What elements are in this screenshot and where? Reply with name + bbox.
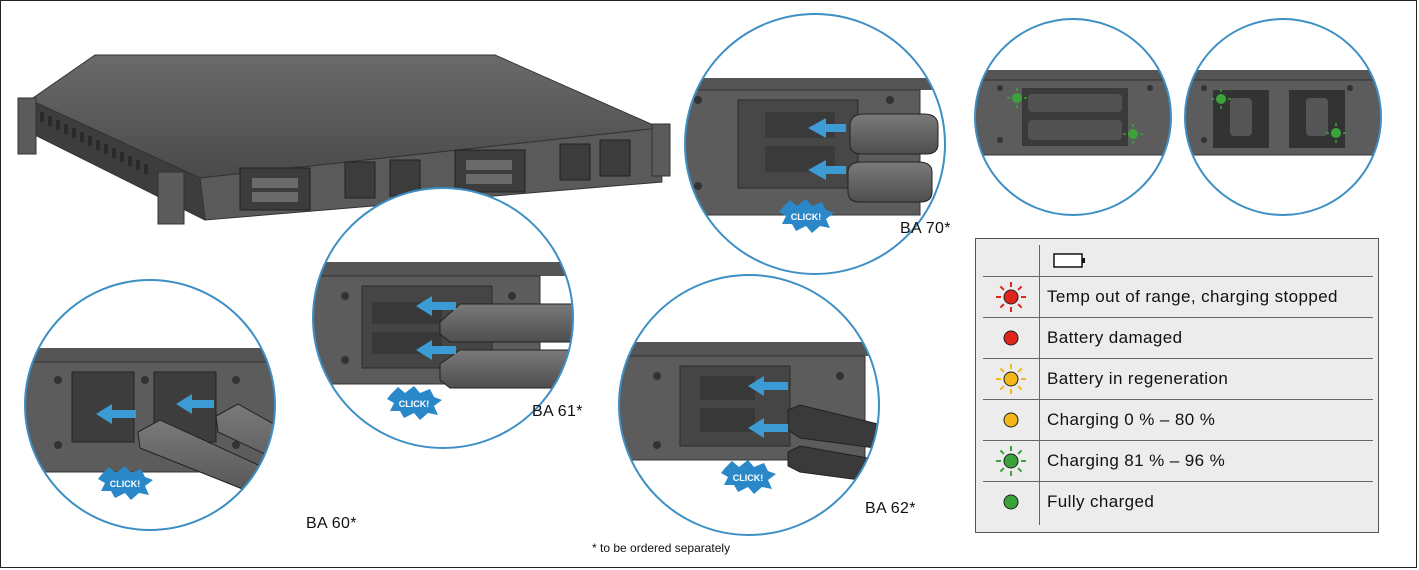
click-burst-ba60: CLICK! [98, 466, 153, 500]
legend-header [983, 245, 1373, 277]
legend-row: Fully charged [983, 482, 1373, 523]
click-text: CLICK! [791, 212, 822, 222]
ba62-label: BA 62* [865, 500, 916, 517]
legend-label: Battery in regeneration [1047, 369, 1229, 388]
legend-divider [1039, 245, 1040, 525]
click-text: CLICK! [399, 399, 430, 409]
legend-label: Battery damaged [1047, 328, 1183, 347]
legend-row: Battery in regeneration [983, 359, 1373, 400]
footnote: * to be ordered separately [592, 541, 731, 555]
legend-row: Charging 0 % – 80 % [983, 400, 1373, 441]
legend-label: Fully charged [1047, 492, 1155, 511]
ba60-detail: CLICK! [24, 279, 276, 531]
led-yellow-icon [1003, 412, 1019, 428]
ba61-detail: CLICK! [312, 187, 574, 449]
led-blinking-green-icon [996, 446, 1026, 476]
led-blinking-red-icon [996, 282, 1026, 312]
click-text: CLICK! [110, 479, 141, 489]
click-text: CLICK! [733, 473, 764, 483]
legend-row: Battery damaged [983, 318, 1373, 359]
led-red-icon [1003, 330, 1019, 346]
ba62-detail: CLICK! [618, 274, 880, 536]
legend-label: Temp out of range, charging stopped [1047, 287, 1338, 306]
legend-label: Charging 0 % – 80 % [1047, 410, 1216, 429]
ba70-detail: CLICK! [684, 13, 946, 275]
led-green-icon [1003, 494, 1019, 510]
led-blinking-yellow-icon [996, 364, 1026, 394]
click-burst-ba70: CLICK! [779, 199, 834, 233]
led-detail-b [1184, 18, 1382, 216]
ba60-label: BA 60* [306, 515, 357, 532]
led-detail-a [974, 18, 1172, 216]
legend-row: Temp out of range, charging stopped [983, 277, 1373, 318]
rack-charger [17, 54, 671, 225]
legend-row: Charging 81 % – 96 % [983, 441, 1373, 482]
battery-icon [1053, 253, 1085, 268]
ba70-label: BA 70* [900, 220, 951, 237]
click-burst-ba61: CLICK! [387, 386, 442, 420]
ba61-label: BA 61* [532, 403, 583, 420]
legend-label: Charging 81 % – 96 % [1047, 451, 1226, 470]
click-burst-ba62: CLICK! [721, 460, 776, 494]
